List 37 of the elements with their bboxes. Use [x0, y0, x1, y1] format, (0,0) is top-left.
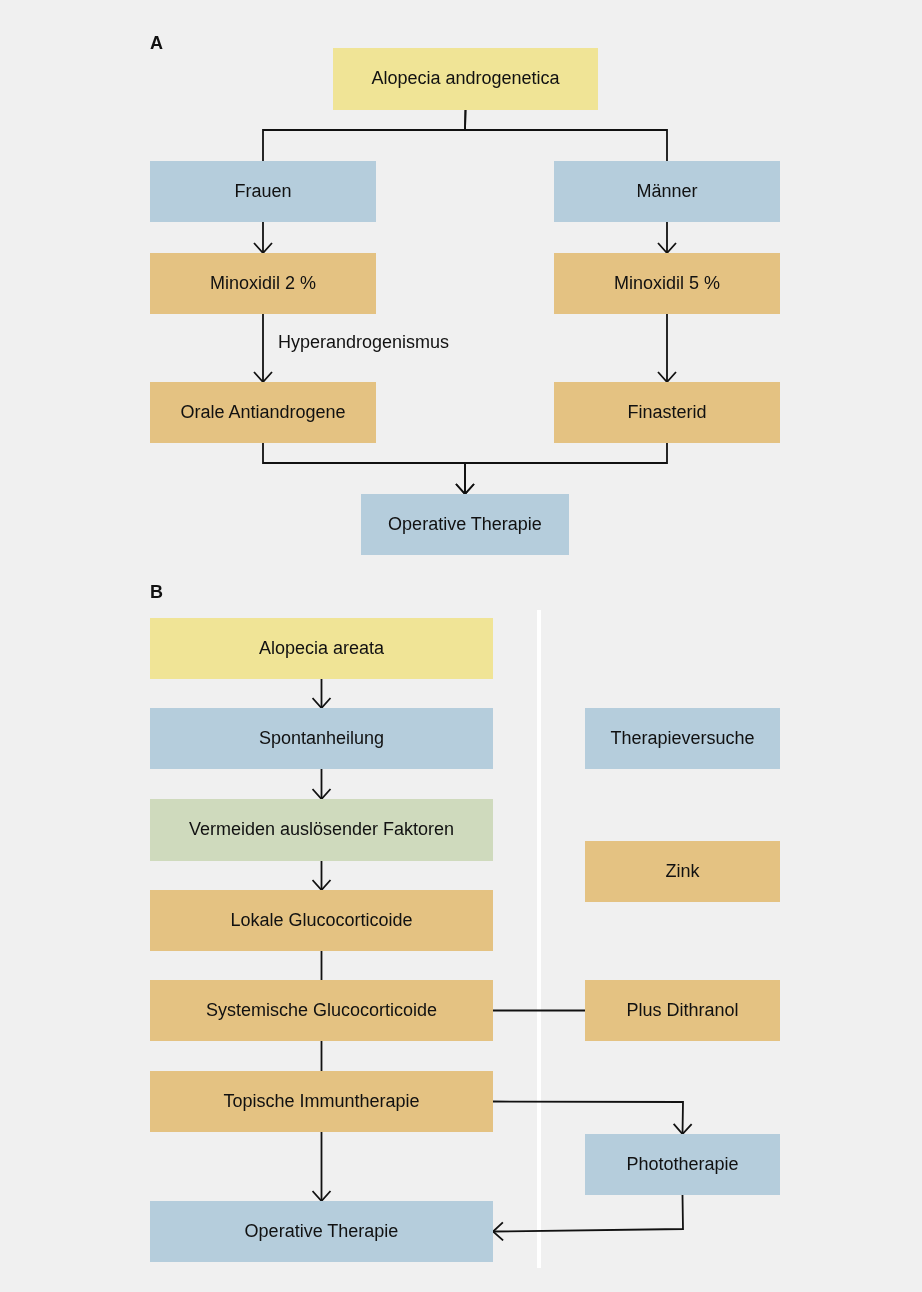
arrow — [311, 1131, 332, 1202]
connector-line — [464, 109, 668, 162]
arrow — [455, 442, 668, 495]
process-box: Alopecia areata — [150, 618, 493, 679]
process-box: Operative Therapie — [150, 1201, 493, 1262]
panel-letter: B — [150, 582, 163, 603]
process-box: Operative Therapie — [361, 494, 569, 555]
process-box: Vermeiden auslösender Faktoren — [150, 799, 493, 861]
process-box: Alopecia androgenetica — [333, 48, 598, 110]
arrow — [311, 678, 332, 709]
arrow — [253, 313, 273, 383]
panel-letter: A — [150, 33, 163, 54]
arrow — [311, 768, 332, 800]
process-box: Zink — [585, 841, 780, 902]
process-box: Topische Immuntherapie — [150, 1071, 493, 1132]
arrow — [657, 313, 677, 383]
process-box: Plus Dithranol — [585, 980, 780, 1041]
process-box: Männer — [554, 161, 780, 222]
process-box: Spontanheilung — [150, 708, 493, 769]
arrow — [657, 221, 677, 254]
arrow — [492, 1194, 684, 1242]
process-box: Lokale Glucocorticoide — [150, 890, 493, 951]
arrow — [311, 860, 332, 891]
process-box: Therapieversuche — [585, 708, 780, 769]
arrow — [253, 221, 273, 254]
edge-label: Hyperandrogenismus — [276, 332, 452, 353]
process-box: Orale Antiandrogene — [150, 382, 376, 443]
connector-line — [492, 1009, 586, 1012]
connector-line — [320, 950, 323, 981]
process-box: Frauen — [150, 161, 376, 222]
connector-line — [320, 1040, 323, 1072]
arrow — [492, 1100, 693, 1135]
process-box: Systemische Glucocorticoide — [150, 980, 493, 1041]
process-box: Minoxidil 2 % — [150, 253, 376, 314]
process-box: Phototherapie — [585, 1134, 780, 1195]
process-box: Finasterid — [554, 382, 780, 443]
process-box: Minoxidil 5 % — [554, 253, 780, 314]
